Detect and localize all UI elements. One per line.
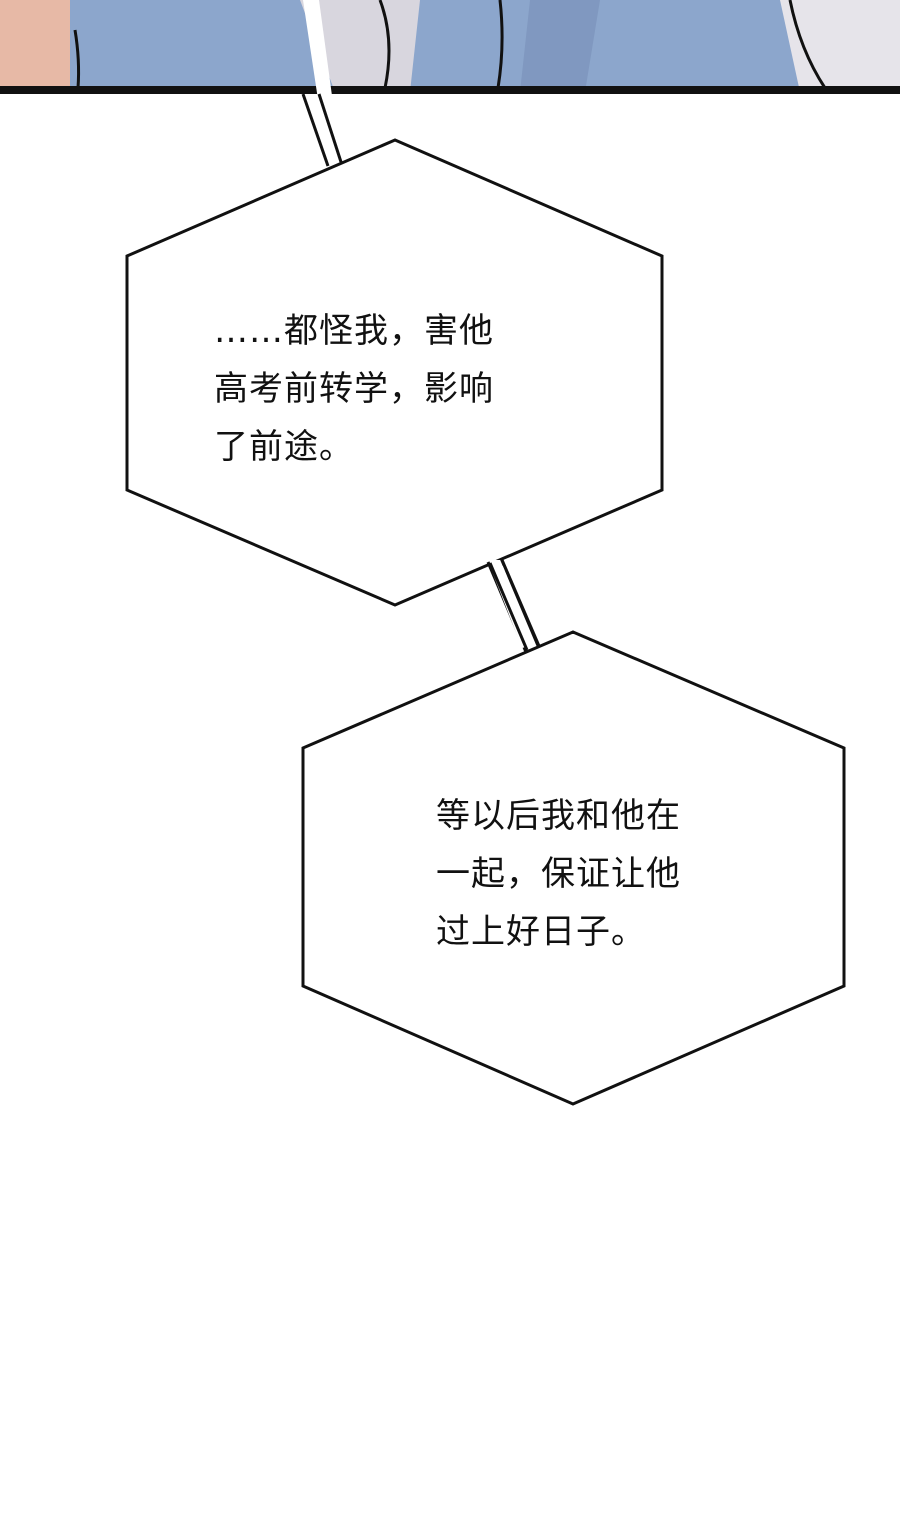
speech-bubble-2-text: 等以后我和他在 一起，保证让他 过上好日子。: [436, 787, 681, 961]
speech-bubble-1-text: ……都怪我，害他 高考前转学，影响 了前途。: [214, 302, 494, 476]
fold-line-2: [496, 0, 504, 89]
fold-line-3: [788, 0, 827, 89]
bubble-1-tail: [301, 0, 343, 167]
gray-sleeve: [300, 0, 420, 92]
bubble-1-line: 了前途。: [214, 427, 354, 467]
bubble-2-line: 一起，保证让他: [436, 854, 681, 894]
blue-shirt: [70, 0, 900, 92]
bubble-2-line: 等以后我和他在: [436, 796, 681, 836]
shirt-shadow: [520, 0, 600, 92]
fold-line-4: [73, 29, 81, 89]
bubble-2-line: 过上好日子。: [436, 912, 646, 952]
speech-bubble-1: [125, 138, 664, 607]
bubble-1-line: ……都怪我，害他: [214, 311, 494, 351]
speech-bubble-2: [301, 630, 846, 1106]
connector-cover: [488, 559, 541, 651]
previous-panel-strip: [0, 0, 900, 94]
panel-border: [0, 86, 900, 94]
bubble-1-line: 高考前转学，影响: [214, 369, 494, 409]
fold-line: [378, 0, 391, 89]
white-sleeve: [780, 0, 900, 92]
